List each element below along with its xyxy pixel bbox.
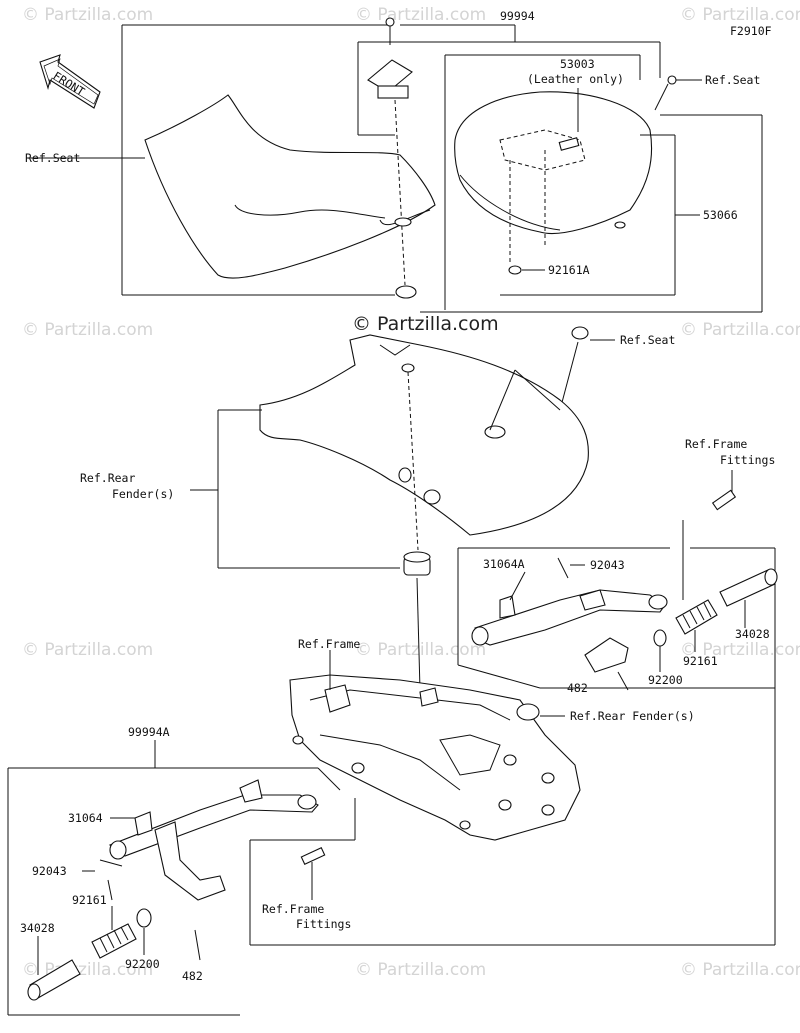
watermarks: © Partzilla.com © Partzilla.com © Partzi… [22, 5, 800, 980]
grab-bar-right-part [471, 589, 668, 673]
label-ref-frame-fittings-l2: Fittings [296, 917, 351, 931]
label-ref-frame-fittings-r1: Ref.Frame [685, 437, 747, 451]
seat-left-part [144, 94, 436, 279]
label-ref-frame-fittings-r2: Fittings [720, 453, 775, 467]
label-92200-right: 92200 [648, 673, 683, 687]
label-ref-frame-fittings-l1: Ref.Frame [262, 902, 324, 916]
watermark-text: © Partzilla.com [22, 5, 153, 25]
label-ref-rear-fender-mid: Ref.Rear Fender(s) [570, 709, 695, 723]
label-ref-seat-left: Ref.Seat [25, 151, 80, 165]
label-482-right: 482 [567, 681, 588, 695]
frame-bolt-right [711, 470, 737, 511]
watermark-text: © Partzilla.com [355, 5, 486, 25]
label-53003: 53003 [560, 57, 595, 71]
watermark-text: © Partzilla.com [355, 640, 486, 660]
grip-92161-right-part [675, 599, 718, 635]
watermark-text: © Partzilla.com [22, 640, 153, 660]
label-92043-right: 92043 [590, 558, 625, 572]
label-31064a: 31064A [483, 557, 525, 571]
pin-92043-right [557, 557, 569, 579]
grip-92161-left-part [91, 923, 137, 959]
grommet-part [571, 326, 589, 340]
bracket-53066 [420, 114, 763, 313]
label-53066: 53066 [703, 208, 738, 222]
label-ref-rear-fender-2: Fender(s) [112, 487, 174, 501]
seat-hinge-bracket [367, 17, 417, 299]
passenger-seat-part [454, 91, 653, 275]
label-53003-note: (Leather only) [527, 72, 624, 86]
frame-bolt-left [300, 846, 326, 900]
label-31064: 31064 [68, 811, 103, 825]
pipe-34028-right-part [719, 568, 778, 607]
label-92200-left: 92200 [125, 957, 160, 971]
watermark-text: © Partzilla.com [680, 5, 800, 25]
label-ref-seat-mid: Ref.Seat [620, 333, 675, 347]
watermark-text: © Partzilla.com [680, 320, 800, 340]
pin-92043-left [99, 859, 123, 867]
label-99994: 99994 [500, 9, 535, 23]
watermark-text: © Partzilla.com [680, 640, 800, 660]
front-arrow-icon: FRONT [39, 54, 101, 109]
seat-bolt-right [654, 75, 702, 111]
watermark-text: © Partzilla.com [22, 320, 153, 340]
grab-bar-left-part [108, 779, 319, 901]
watermark-main: © Partzilla.com [352, 313, 499, 335]
assembly-99994a-box [7, 688, 776, 1016]
label-92161-left: 92161 [72, 893, 107, 907]
label-99994a: 99994A [128, 725, 170, 739]
watermark-text: © Partzilla.com [355, 960, 486, 980]
label-92161a: 92161A [548, 263, 590, 277]
rear-fender-part [259, 334, 589, 536]
pipe-34028-left-part [27, 959, 81, 1001]
figure-code: F2910F [730, 24, 772, 38]
washer-92200-left [136, 908, 152, 928]
assembly-99994-bracket [121, 24, 661, 296]
label-ref-rear-fender-1: Ref.Rear [80, 471, 135, 485]
label-92161-right: 92161 [683, 654, 718, 668]
frame-part [289, 674, 581, 841]
label-482-left: 482 [182, 969, 203, 983]
label-ref-seat-top: Ref.Seat [705, 73, 760, 87]
watermark-text: © Partzilla.com [680, 960, 800, 980]
label-92043-left: 92043 [32, 864, 67, 878]
label-34028-left: 34028 [20, 921, 55, 935]
washer-92200-right [653, 629, 667, 647]
label-ref-frame: Ref.Frame [298, 637, 360, 651]
rubber-damper-part [403, 551, 431, 691]
label-34028-right: 34028 [735, 627, 770, 641]
